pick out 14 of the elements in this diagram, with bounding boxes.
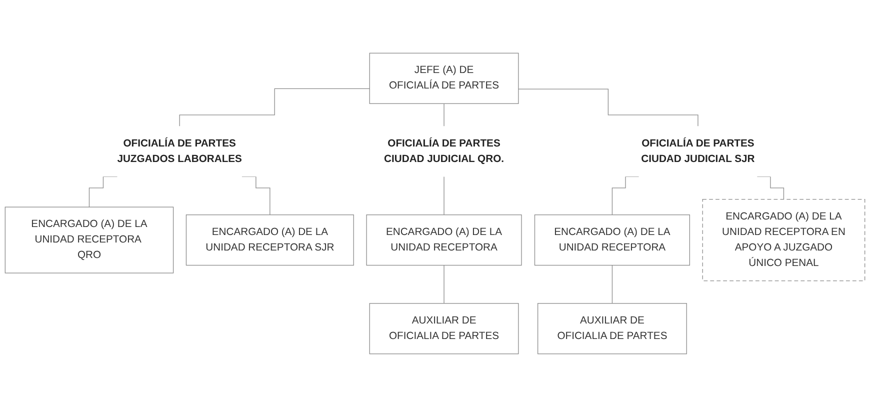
node-text: OFICIALÍA DE PARTES CIUDAD JUDICIAL QRO.: [384, 138, 504, 164]
node-box: ENCARGADO (A) DE LA UNIDAD RECEPTORA: [534, 214, 690, 266]
node-box: ENCARGADO (A) DE LA UNIDAD RECEPTORA EN APOYO A JUZGADO ÚNICO PENAL: [702, 198, 866, 282]
node-box: ENCARGADO (A) DE LA UNIDAD RECEPTORA SJR: [186, 214, 354, 266]
node-box: AUXILIAR DE OFICIALIA DE PARTES: [369, 303, 519, 354]
connector: [179, 88, 370, 127]
node-text: OFICIALÍA DE PARTES JUZGADOS LABORALES: [117, 138, 242, 164]
node-box: AUXILIAR DE OFICIALIA DE PARTES: [537, 303, 687, 354]
node-text: OFICIALÍA DE PARTES CIUDAD JUDICIAL SJR: [641, 138, 755, 164]
connector: [612, 264, 613, 304]
node-box: ENCARGADO (A) DE LA UNIDAD RECEPTORA QRO: [4, 206, 174, 274]
connector: [518, 88, 698, 127]
node-box: ENCARGADO (A) DE LA UNIDAD RECEPTORA: [366, 214, 522, 266]
node-box: JEFE (A) DE OFICIALÍA DE PARTES: [369, 52, 519, 104]
